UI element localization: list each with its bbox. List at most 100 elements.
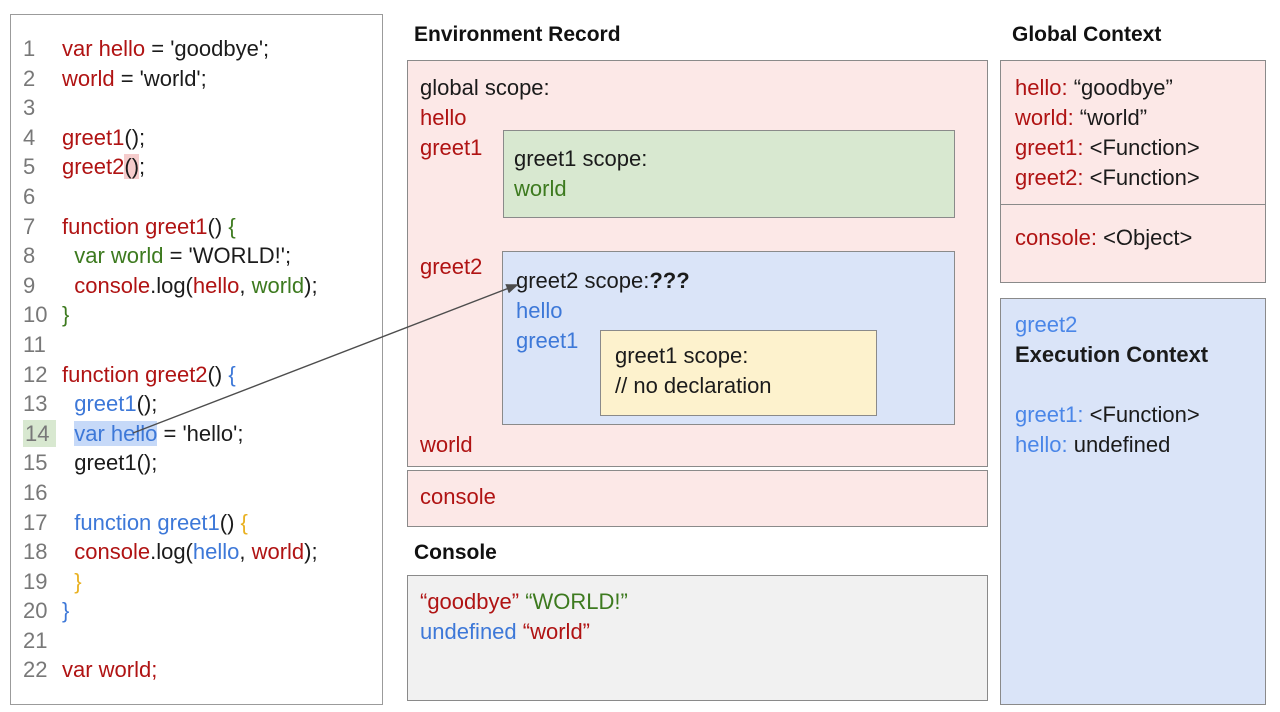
greet1-scope-label: greet1 scope:: [514, 146, 648, 171]
global-scope-entry-hello: hello: [420, 105, 467, 130]
text-segment: ???: [649, 268, 690, 293]
text-segment: var hello: [62, 36, 146, 61]
code-text: greet1();: [62, 448, 157, 478]
text-segment: world: [251, 539, 305, 565]
code-line: 3: [11, 93, 382, 123]
text-segment: ,: [239, 272, 252, 298]
text-segment: [62, 421, 74, 446]
code-text: console.log(hello, world);: [62, 537, 318, 567]
code-line: 9 console.log(hello, world);: [11, 271, 382, 301]
text-segment: (): [207, 361, 229, 387]
text-segment: ;: [139, 154, 146, 180]
text-segment: greet2: [62, 154, 125, 180]
code-text: }: [62, 300, 69, 330]
text-segment: var world;: [62, 657, 158, 683]
code-text: var world;: [62, 655, 157, 685]
line-number: 10: [23, 302, 48, 328]
line-number: 11: [23, 331, 46, 357]
line-number: 7: [23, 213, 36, 239]
text-segment: = 'WORLD!';: [163, 243, 292, 269]
code-text: console.log(hello, world);: [62, 271, 318, 301]
code-text: var world = 'WORLD!';: [62, 241, 291, 271]
text-segment: );: [304, 539, 318, 565]
code-line: 14 var hello = 'hello';: [11, 419, 382, 449]
code-line: 19 }: [11, 567, 382, 597]
text-segment: greet1: [74, 391, 137, 417]
code-text: var hello = 'goodbye';: [62, 34, 269, 64]
code-text: }: [62, 596, 69, 626]
line-number: 14: [11, 419, 62, 449]
text-segment: greet2 scope:: [516, 268, 650, 293]
code-line: 18 console.log(hello, world);: [11, 537, 382, 567]
code-text: greet1();: [62, 389, 157, 419]
code-line: 13 greet1();: [11, 389, 382, 419]
environment-record-title: Environment Record: [414, 23, 621, 46]
text-segment: [62, 391, 74, 416]
code-text: greet2();: [62, 152, 145, 182]
text-segment: = 'hello';: [157, 420, 244, 446]
text-segment: [62, 510, 74, 535]
text-segment: greet1: [62, 124, 125, 150]
global-context-row-greet2: greet2: <Function>: [1015, 164, 1200, 192]
text-segment: );: [304, 272, 318, 298]
global-scope-entry-world: world: [420, 432, 473, 457]
global-scope-label: global scope:: [420, 75, 550, 100]
text-segment: {: [240, 509, 248, 535]
text-segment: [62, 273, 74, 298]
line-number: 9: [23, 272, 36, 298]
global-scope-entry-greet1: greet1: [420, 135, 483, 160]
line-number: 5: [23, 154, 36, 180]
text-segment: {: [228, 361, 236, 387]
text-segment: “world”: [1073, 105, 1148, 130]
line-number: 2: [23, 65, 36, 91]
text-segment: console: [74, 272, 151, 298]
text-segment: .log(: [150, 272, 193, 298]
inner-greet1-scope-label: greet1 scope:: [615, 343, 749, 368]
execution-context-fn-name: greet2: [1015, 312, 1078, 337]
text-segment: console: [74, 539, 151, 565]
line-number: 15: [23, 450, 48, 476]
text-segment: }: [74, 568, 82, 594]
code-line: 10}: [11, 300, 382, 330]
execution-context-box: greet2 Execution Context greet1: <Functi…: [1000, 298, 1266, 705]
text-segment: greet1:: [1015, 402, 1084, 427]
text-segment: world:: [1015, 105, 1074, 130]
code-text: function greet1() {: [62, 212, 236, 242]
code-line: 16: [11, 478, 382, 508]
code-line: 8 var world = 'WORLD!';: [11, 241, 382, 271]
line-number: 1: [23, 36, 36, 61]
text-segment: }: [62, 302, 70, 328]
line-number: 12: [23, 361, 48, 387]
code-text: function greet1() {: [62, 508, 248, 538]
line-number: 22: [23, 657, 48, 683]
greet2-scope-entry-hello: hello: [516, 298, 563, 323]
text-segment: hello:: [1015, 75, 1068, 100]
code-line: 22 var world;: [11, 655, 382, 685]
text-segment: <Object>: [1096, 225, 1193, 250]
inner-greet1-scope-comment: // no declaration: [615, 373, 772, 398]
line-number: 8: [23, 243, 36, 269]
greet2-scope-box: greet2 scope:??? hello greet1 greet1 sco…: [502, 251, 955, 425]
text-segment: “world”: [522, 619, 591, 644]
console-entry-box: console: [407, 470, 988, 527]
text-segment: “WORLD!”: [525, 589, 628, 614]
global-context-title: Global Context: [1012, 23, 1162, 46]
line-number: 6: [23, 183, 36, 209]
global-context-row-hello: hello: “goodbye”: [1015, 74, 1173, 102]
text-segment: var hello: [74, 420, 158, 446]
text-segment: <Function>: [1083, 135, 1200, 160]
global-scope-entry-greet2: greet2: [420, 254, 483, 279]
line-number: 21: [23, 627, 48, 653]
global-context-divider: [1001, 204, 1265, 205]
code-line: 1 var hello = 'goodbye';: [11, 34, 382, 64]
text-segment: }: [62, 598, 70, 624]
text-segment: ,: [239, 539, 252, 565]
global-context-row-greet1: greet1: <Function>: [1015, 134, 1200, 162]
code-line: 11: [11, 330, 382, 360]
global-scope-entry-console: console: [420, 484, 496, 509]
line-number: 18: [23, 539, 48, 565]
greet1-scope-entry-world: world: [514, 176, 567, 201]
